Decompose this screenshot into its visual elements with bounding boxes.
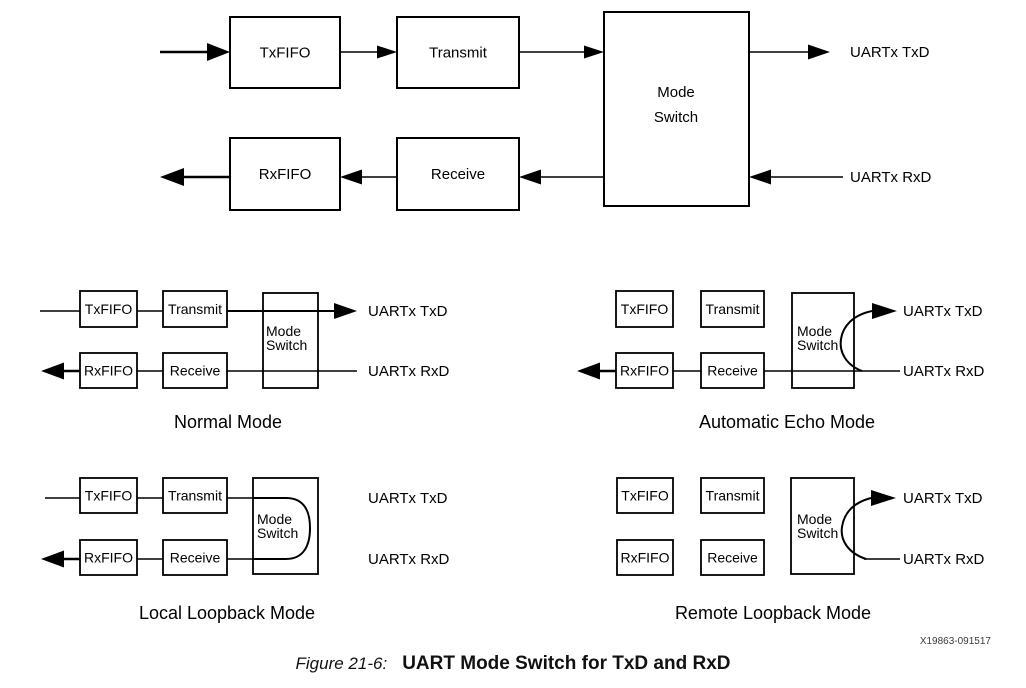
remote-uartx-rxd-label: UARTx RxD xyxy=(903,551,985,568)
local-receive-box xyxy=(162,539,228,576)
remote-loopback-curve xyxy=(840,497,872,560)
figure-caption: Figure 21-6: UART Mode Switch for TxD an… xyxy=(0,653,1026,675)
local-transmit-label: Transmit xyxy=(168,488,222,504)
local-loopback-mode-caption: Local Loopback Mode xyxy=(139,603,315,623)
main-mode-switch-label-line2: Switch xyxy=(654,109,698,126)
local-transmit-box xyxy=(162,477,228,514)
normal-txfifo-label: TxFIFO xyxy=(85,301,133,317)
remote-loopback-mode-diagram: TxFIFO Transmit RxFIFO Receive Mode Swit… xyxy=(616,477,985,623)
arrowhead-left xyxy=(577,362,600,380)
local-rxfifo-box xyxy=(79,539,138,576)
local-txfifo-box xyxy=(79,477,138,514)
remote-rxfifo-label: RxFIFO xyxy=(621,550,670,566)
main-rx-output-arrow xyxy=(160,168,230,186)
normal-transmit-label: Transmit xyxy=(168,301,222,317)
autoecho-transmit-label: Transmit xyxy=(706,301,760,317)
arrowhead-left xyxy=(160,168,184,186)
remote-mode-switch-label-line2: Switch xyxy=(797,525,838,541)
normal-rxfifo-label: RxFIFO xyxy=(84,363,133,379)
autoecho-loopback-curve xyxy=(839,310,873,372)
main-diagram: TxFIFO Transmit RxFIFO Receive Mode Swit… xyxy=(160,11,932,211)
normal-transmit-box xyxy=(162,290,228,328)
arrowhead-right xyxy=(584,45,604,59)
main-receive-to-rxfifo-arrow xyxy=(340,169,397,185)
remote-transmit-box xyxy=(700,477,765,514)
autoecho-rxfifo-label: RxFIFO xyxy=(620,363,669,379)
automatic-echo-mode-diagram: TxFIFO Transmit RxFIFO Receive Mode Swit… xyxy=(577,290,985,432)
main-transmit-label: Transmit xyxy=(429,45,488,62)
autoecho-uartx-rxd-label: UARTx RxD xyxy=(903,363,985,380)
arrowhead-right xyxy=(808,44,830,60)
remote-uartx-txd-label: UARTx TxD xyxy=(903,490,983,507)
autoecho-txfifo-label: TxFIFO xyxy=(621,301,669,317)
main-rxd-to-modeswitch-arrow xyxy=(749,169,843,185)
main-receive-label: Receive xyxy=(431,166,485,183)
local-txfifo-label: TxFIFO xyxy=(85,488,133,504)
autoecho-transmit-box xyxy=(700,290,765,328)
main-uartx-txd-label: UARTx TxD xyxy=(850,44,930,61)
normal-mode-switch-label-line2: Switch xyxy=(266,337,307,353)
main-modeswitch-to-txd-arrow xyxy=(749,44,830,60)
autoecho-mode-switch-box xyxy=(791,292,855,389)
normal-uartx-txd-label: UARTx TxD xyxy=(368,303,448,320)
normal-mode-switch-box xyxy=(262,292,319,389)
arrowhead-right xyxy=(377,45,397,59)
figure-caption-label: Figure 21-6: xyxy=(295,654,388,673)
normal-txfifo-box xyxy=(79,290,138,328)
local-mode-switch-label-line1: Mode xyxy=(257,511,292,527)
remote-mode-switch-label-line1: Mode xyxy=(797,511,832,527)
normal-mode-switch-label-line1: Mode xyxy=(266,323,301,339)
main-mode-switch-box xyxy=(603,11,750,207)
arrowhead-right xyxy=(871,490,896,506)
normal-uartx-rxd-label: UARTx RxD xyxy=(368,363,450,380)
remote-receive-label: Receive xyxy=(707,550,758,566)
main-tx-input-arrow xyxy=(160,43,230,61)
main-rxfifo-box xyxy=(229,137,341,211)
main-modeswitch-to-receive-arrow xyxy=(519,169,604,185)
remote-txfifo-label: TxFIFO xyxy=(621,488,669,504)
autoecho-uartx-txd-label: UARTx TxD xyxy=(903,303,983,320)
local-mode-switch-label-line2: Switch xyxy=(257,525,298,541)
autoecho-receive-label: Receive xyxy=(707,363,758,379)
local-mode-switch-box xyxy=(252,477,319,575)
figure-caption-title: UART Mode Switch for TxD and RxD xyxy=(402,653,731,674)
local-receive-label: Receive xyxy=(170,550,221,566)
autoecho-mode-switch-label-line2: Switch xyxy=(797,337,838,353)
local-loopback-mode-diagram: TxFIFO Transmit RxFIFO Receive Mode Swit… xyxy=(41,477,450,623)
local-rxfifo-label: RxFIFO xyxy=(84,550,133,566)
remote-rxfifo-box xyxy=(616,539,674,576)
drawing-number: X19863-091517 xyxy=(920,636,992,647)
main-receive-box xyxy=(396,137,520,211)
remote-loopback-mode-caption: Remote Loopback Mode xyxy=(675,603,871,623)
main-rxfifo-label: RxFIFO xyxy=(259,166,312,183)
arrowhead-left xyxy=(519,169,541,185)
arrowhead-right xyxy=(872,303,897,319)
arrowhead-left xyxy=(41,362,64,380)
normal-mode-diagram: TxFIFO Transmit RxFIFO Receive Mode Swit… xyxy=(40,290,450,432)
local-loopback-curve xyxy=(253,497,312,560)
autoecho-mode-switch-label-line1: Mode xyxy=(797,323,832,339)
main-txfifo-to-transmit-arrow xyxy=(340,45,397,59)
remote-txfifo-box xyxy=(616,477,674,514)
autoecho-mode-caption: Automatic Echo Mode xyxy=(699,412,875,432)
remote-mode-switch-box xyxy=(790,477,855,575)
remote-transmit-label: Transmit xyxy=(706,488,760,504)
local-uartx-rxd-label: UARTx RxD xyxy=(368,551,450,568)
normal-mode-caption: Normal Mode xyxy=(174,412,282,432)
arrowhead-right xyxy=(207,43,230,61)
local-uartx-txd-label: UARTx TxD xyxy=(368,490,448,507)
autoecho-txfifo-box xyxy=(615,290,674,328)
remote-receive-box xyxy=(700,539,765,576)
main-uartx-rxd-label: UARTx RxD xyxy=(850,169,932,186)
arrowhead-left xyxy=(41,550,64,568)
main-txfifo-label: TxFIFO xyxy=(260,45,311,62)
arrowhead-left xyxy=(340,169,362,185)
arrowhead-left xyxy=(749,169,771,185)
normal-receive-label: Receive xyxy=(170,363,221,379)
main-mode-switch-label-line1: Mode xyxy=(657,84,695,101)
main-transmit-to-modeswitch-arrow xyxy=(519,45,604,59)
arrowhead-right xyxy=(334,303,357,319)
